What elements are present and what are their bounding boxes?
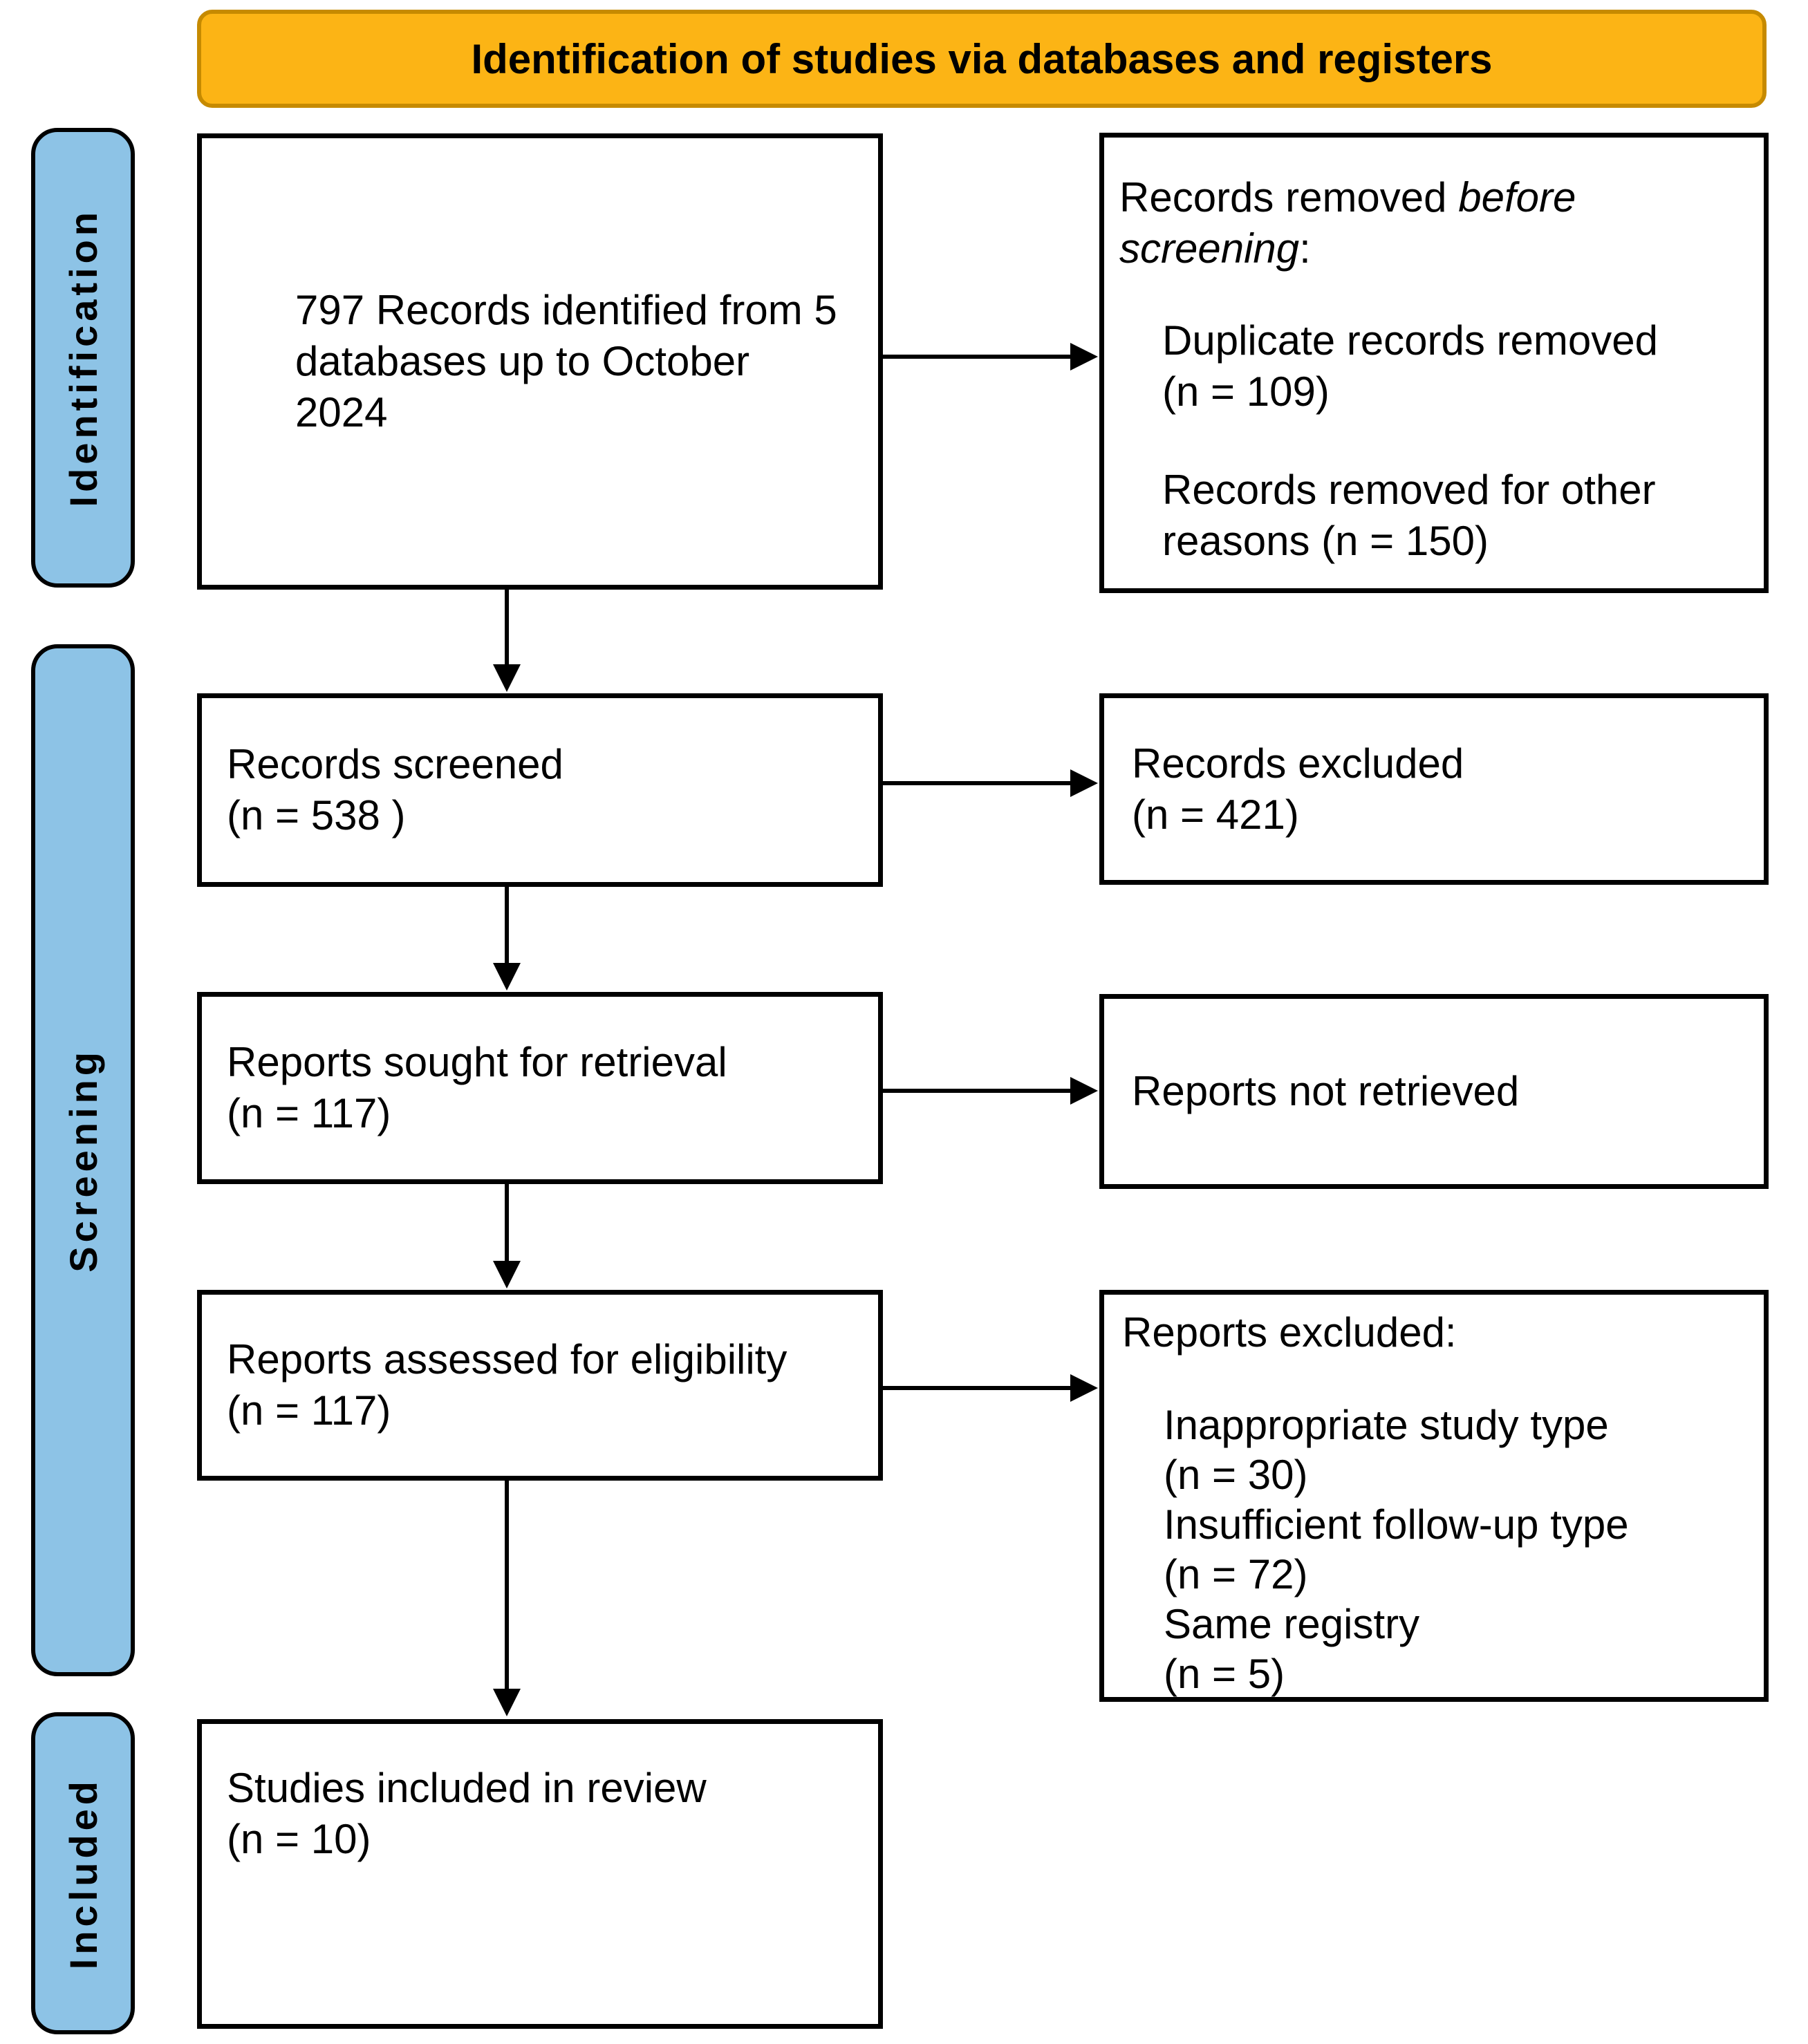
arrow-screened-to-sought-line: [505, 885, 509, 966]
reports-excluded-heading: Reports excluded:: [1122, 1309, 1457, 1356]
records-removed-heading: Records removed before screening:: [1119, 172, 1603, 274]
arrow-identified-to-screened-head-icon: [493, 664, 521, 692]
arrow-sought-to-assessed-head-icon: [493, 1261, 521, 1288]
reports-sought-box: Reports sought for retrieval (n = 117): [197, 992, 883, 1184]
studies-included-box: Studies included in review (n = 10): [197, 1719, 883, 2029]
arrow-assessed-to-included-line: [505, 1479, 509, 1691]
arrow-screened-to-excluded-line: [883, 781, 1071, 785]
banner: Identification of studies via databases …: [197, 10, 1767, 108]
records-removed-items: Duplicate records removed (n = 109) Reco…: [1119, 315, 1736, 567]
arrow-assessed-to-excluded-line: [883, 1386, 1071, 1390]
arrow-identified-to-removed-line: [883, 355, 1071, 359]
arrow-assessed-to-included-head-icon: [493, 1689, 521, 1716]
arrow-screened-to-excluded-head-icon: [1070, 769, 1098, 797]
phase-bar-screening: Screening: [31, 644, 135, 1676]
arrow-identified-to-removed-head-icon: [1070, 343, 1098, 371]
records-identified-text: 797 Records identified from 5 databases …: [295, 287, 837, 435]
reports-assessed-text: Reports assessed for eligibility (n = 11…: [227, 1336, 787, 1434]
records-screened-box: Records screened (n = 538 ): [197, 693, 883, 887]
duplicate-records-item: Duplicate records removed (n = 109): [1162, 317, 1658, 415]
reports-assessed-box: Reports assessed for eligibility (n = 11…: [197, 1290, 883, 1481]
phase-label-screening: Screening: [61, 1048, 105, 1273]
reports-excluded-items: Inappropriate study type (n = 30) Insuff…: [1122, 1400, 1743, 1699]
reports-sought-text: Reports sought for retrieval (n = 117): [227, 1039, 727, 1136]
same-registry-item: Same registry (n = 5): [1164, 1601, 1420, 1697]
records-removed-box: Records removed before screening: Duplic…: [1099, 133, 1769, 593]
records-removed-heading-pre: Records removed: [1119, 174, 1459, 221]
reports-excluded-box: Reports excluded: Inappropriate study ty…: [1099, 1290, 1769, 1702]
other-reasons-item: Records removed for other reasons (n = 1…: [1162, 467, 1656, 564]
records-removed-heading-italic: before screening: [1119, 174, 1576, 272]
insufficient-followup-item: Insufficient follow-up type (n = 72): [1164, 1501, 1629, 1597]
records-excluded-text: Records excluded (n = 421): [1132, 740, 1464, 838]
records-excluded-box: Records excluded (n = 421): [1099, 693, 1769, 885]
reports-not-retrieved-box: Reports not retrieved: [1099, 994, 1769, 1189]
arrow-screened-to-sought-head-icon: [493, 963, 521, 991]
reports-not-retrieved-text: Reports not retrieved: [1132, 1068, 1520, 1114]
arrow-identified-to-screened-line: [505, 590, 509, 667]
phase-label-identification: Identification: [61, 208, 105, 507]
records-identified-box: 797 Records identified from 5 databases …: [197, 133, 883, 590]
arrow-sought-to-notretrieved-line: [883, 1089, 1071, 1093]
banner-title: Identification of studies via databases …: [471, 35, 1493, 82]
phase-bar-included: Included: [31, 1712, 135, 2034]
phase-bar-identification: Identification: [31, 128, 135, 588]
inappropriate-study-type-item: Inappropriate study type (n = 30): [1164, 1402, 1609, 1498]
studies-included-text: Studies included in review (n = 10): [227, 1765, 707, 1862]
phase-label-included: Included: [61, 1776, 105, 1970]
arrow-sought-to-assessed-line: [505, 1182, 509, 1264]
arrow-sought-to-notretrieved-head-icon: [1070, 1077, 1098, 1105]
records-removed-heading-post: :: [1299, 225, 1311, 272]
records-screened-text: Records screened (n = 538 ): [227, 741, 563, 838]
arrow-assessed-to-excluded-head-icon: [1070, 1374, 1098, 1402]
